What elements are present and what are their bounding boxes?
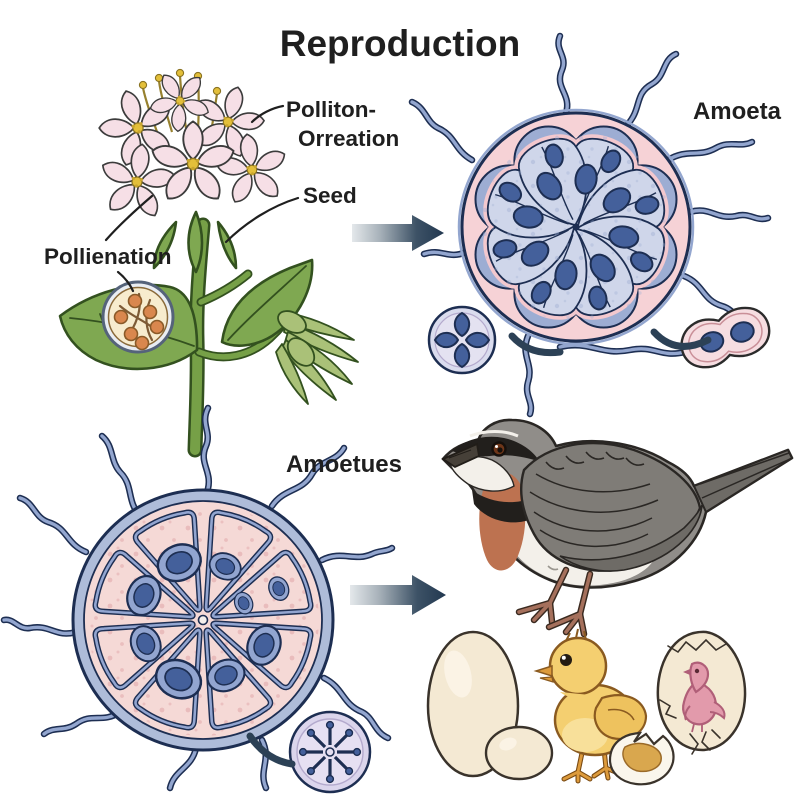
hatching-egg-with-embryo	[656, 630, 747, 755]
bird-wing	[520, 441, 703, 572]
label-cell-top: Amoeta	[693, 98, 782, 125]
flower-buds	[275, 310, 359, 405]
label-seed: Seed	[303, 183, 357, 208]
label-flower-line2: Orreation	[298, 126, 399, 151]
amoeba-cell-large-bottom	[0, 404, 396, 794]
cell-interior	[474, 125, 678, 329]
chick-eye	[560, 654, 572, 666]
page-title: Reproduction	[280, 23, 520, 64]
embryo	[682, 661, 726, 733]
chick-beak	[533, 664, 553, 678]
spindle-cell	[288, 710, 372, 794]
arrow-right-icon	[352, 215, 444, 251]
dividing-cell	[680, 306, 771, 369]
cell-interior	[91, 508, 316, 733]
arrow-right-icon	[350, 575, 446, 615]
amoeba-cell-large-top	[408, 32, 772, 418]
label-flower-line1: Polliton-	[286, 97, 376, 122]
eggs-and-chick-group	[426, 628, 747, 786]
anthers	[138, 68, 222, 96]
flower-cluster	[88, 58, 293, 223]
label-pollination: Pollienation	[44, 244, 172, 269]
flagella	[0, 404, 396, 792]
bird-rust-breast	[479, 472, 526, 571]
eggshell-with-yolk	[608, 731, 675, 786]
flagella	[408, 32, 772, 418]
leaf	[220, 258, 314, 347]
ovules	[113, 293, 165, 351]
bird-legs	[515, 566, 594, 638]
ovary-cross-section	[101, 280, 175, 354]
bird-beak	[441, 442, 481, 469]
egg-small	[484, 725, 554, 781]
plant-labels: Polliton- Orreation Seed Pollienation	[44, 97, 399, 293]
adult-bird-illustration	[441, 418, 794, 638]
chick-illustration	[533, 628, 648, 784]
label-cell-bottom: Amoetues	[286, 451, 402, 478]
flowering-plant-illustration	[58, 58, 359, 458]
daughter-cell-four-nuclei	[427, 305, 497, 375]
